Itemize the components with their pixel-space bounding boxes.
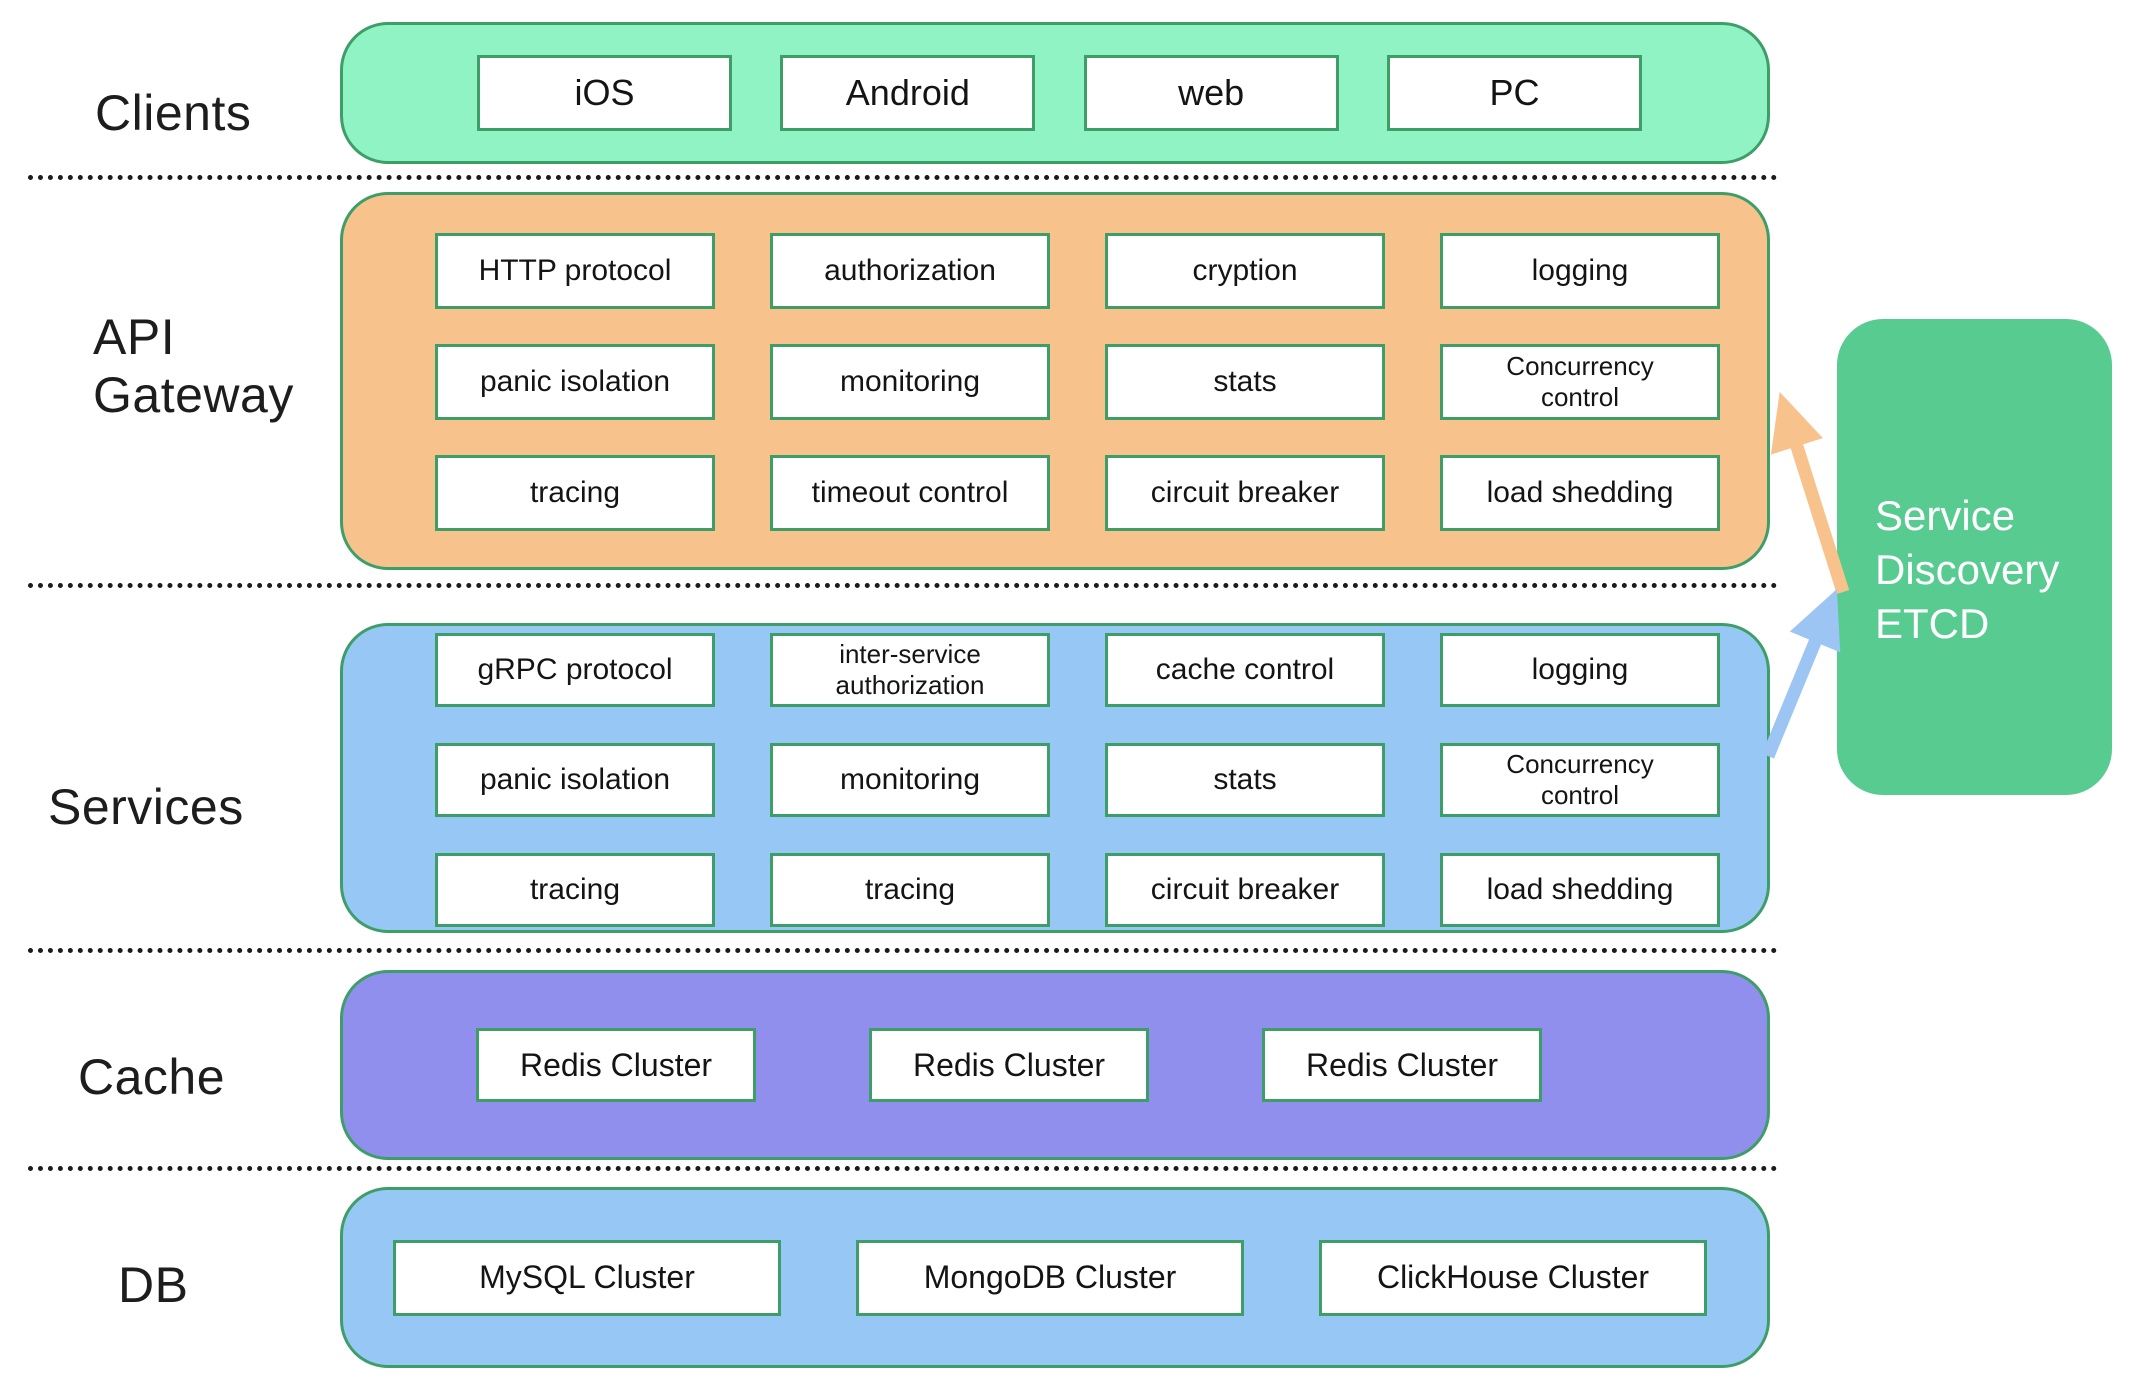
service-discovery-label: Service Discovery ETCD [1875,492,2060,647]
feature-tracing: tracing [435,853,715,927]
clickhouse-cluster-node: ClickHouse Cluster [1319,1239,1707,1316]
feature-authorization: authorization [770,233,1050,309]
clients-layer-box: iOS Android web PC [340,22,1770,164]
feature-cryption: cryption [1105,233,1385,309]
separator-cache-db [28,1166,1778,1171]
separator-apigateway-services [28,583,1778,588]
arrow-services-to-servicediscovery [1761,589,1841,759]
feature-cache-control: cache control [1105,633,1385,707]
feature-stats: stats [1105,344,1385,420]
api-gateway-row-2: panic isolation monitoring stats Concurr… [435,344,1720,420]
layer-label-services: Services [48,779,244,835]
db-layer-box: MySQL Cluster MongoDB Cluster ClickHouse… [340,1187,1770,1368]
feature-logging: logging [1440,233,1720,309]
arrow-servicediscovery-to-apigateway [1770,391,1850,594]
mysql-cluster-node: MySQL Cluster [393,1239,781,1316]
api-gateway-label-line2: Gateway [93,367,294,423]
feature-panic-isolation: panic isolation [435,344,715,420]
feature-circuit-breaker: circuit breaker [1105,455,1385,531]
service-discovery-box: Service Discovery ETCD [1837,319,2112,795]
feature-tracing: tracing [770,853,1050,927]
api-gateway-label-line1: API [93,309,176,365]
feature-monitoring: monitoring [770,344,1050,420]
redis-cluster-node-1: Redis Cluster [476,1028,756,1102]
services-layer-box: gRPC protocol inter-service authorizatio… [340,623,1770,933]
feature-tracing: tracing [435,455,715,531]
feature-panic-isolation: panic isolation [435,743,715,817]
services-row-3: tracing tracing circuit breaker load she… [435,853,1720,927]
feature-monitoring: monitoring [770,743,1050,817]
feature-load-shedding: load shedding [1440,455,1720,531]
feature-timeout-control: timeout control [770,455,1050,531]
api-gateway-row-1: HTTP protocol authorization cryption log… [435,233,1720,309]
api-gateway-row-3: tracing timeout control circuit breaker … [435,455,1720,531]
services-row-2: panic isolation monitoring stats Concurr… [435,743,1720,817]
mongodb-cluster-node: MongoDB Cluster [856,1239,1244,1316]
client-item-android: Android [780,55,1036,131]
separator-services-cache [28,948,1778,953]
feature-circuit-breaker: circuit breaker [1105,853,1385,927]
redis-cluster-node-3: Redis Cluster [1262,1028,1542,1102]
api-gateway-layer-box: HTTP protocol authorization cryption log… [340,192,1770,570]
feature-inter-service-authorization: inter-service authorization [770,633,1050,707]
client-item-pc: PC [1386,55,1642,131]
client-item-ios: iOS [477,55,732,131]
separator-clients-apigateway [28,175,1778,180]
services-row-1: gRPC protocol inter-service authorizatio… [435,633,1720,707]
feature-concurrency-control: Concurrency control [1440,344,1720,420]
feature-logging: logging [1440,633,1720,707]
client-item-web: web [1083,55,1339,131]
layer-label-cache: Cache [78,1049,226,1105]
feature-concurrency-control: Concurrency control [1440,743,1720,817]
feature-load-shedding: load shedding [1440,853,1720,927]
feature-grpc-protocol: gRPC protocol [435,633,715,707]
cache-layer-box: Redis Cluster Redis Cluster Redis Cluste… [340,970,1770,1160]
feature-stats: stats [1105,743,1385,817]
layer-label-clients: Clients [95,85,252,141]
redis-cluster-node-2: Redis Cluster [869,1028,1149,1102]
layer-label-db: DB [118,1257,189,1313]
feature-http-protocol: HTTP protocol [435,233,715,309]
